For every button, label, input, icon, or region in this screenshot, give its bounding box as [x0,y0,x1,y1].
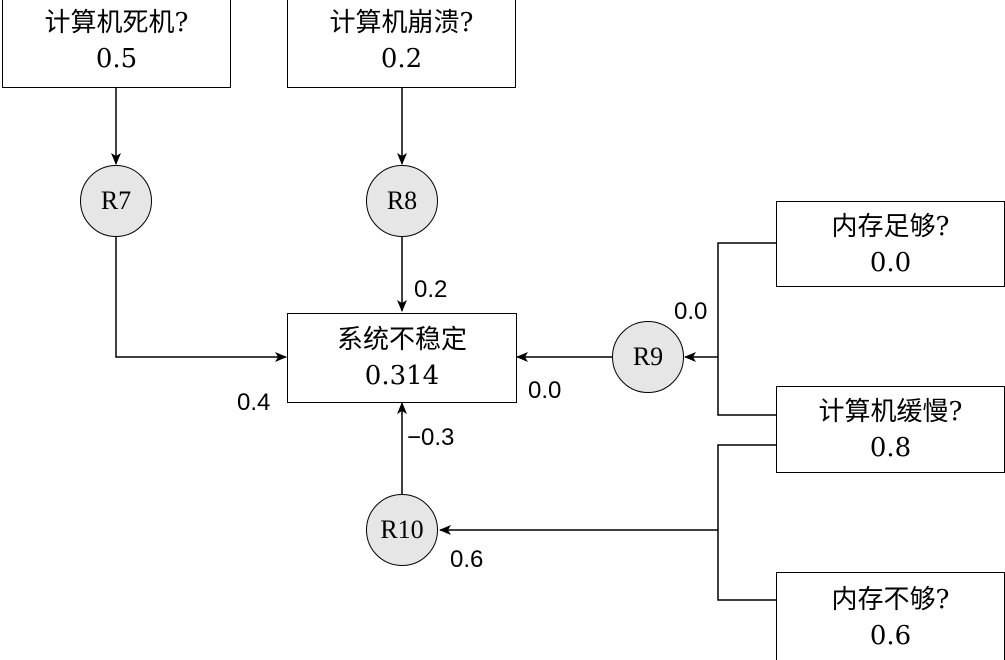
cf-label-r7-out: 0.4 [237,389,271,416]
rule-label: R10 [380,515,424,544]
rule-label: R9 [632,342,664,371]
box-system-unstable: 系统不稳定 0.314 [287,313,517,403]
edge-r7-to-unstable [115,237,287,362]
box-value: 0.5 [95,44,138,74]
rule-node-r10: R10 [366,494,438,566]
rule-node-r8: R8 [366,165,438,237]
edge-slow-to-r10 [717,444,776,601]
box-value: 0.314 [364,361,440,391]
rule-node-r9: R9 [612,321,684,393]
box-memory-short: 内存不够? 0.6 [776,572,1005,660]
box-value: 0.8 [869,433,912,463]
box-title: 计算机缓慢? [818,397,963,427]
box-title: 计算机崩溃? [329,8,474,38]
box-title: 内存足够? [831,212,950,242]
box-title: 计算机死机? [44,8,189,38]
rule-label: R8 [386,186,418,215]
box-value: 0.2 [380,44,423,74]
box-computer-crash-dead: 计算机死机? 0.5 [2,0,231,88]
box-title: 系统不稳定 [336,325,467,355]
box-computer-slow: 计算机缓慢? 0.8 [776,386,1005,473]
cf-label-r9-in: 0.0 [674,298,708,325]
cf-label-r10-in: 0.6 [450,546,484,573]
box-title: 内存不够? [831,585,950,615]
box-value: 0.6 [869,621,912,651]
cf-label-r8-out: 0.2 [414,276,448,303]
box-computer-collapse: 计算机崩溃? 0.2 [287,0,516,88]
rule-node-r7: R7 [80,165,152,237]
cf-label-r9-out: 0.0 [528,377,562,404]
rule-label: R7 [100,186,132,215]
edge-memory-enough-to-r9 [717,242,776,416]
box-memory-enough: 内存足够? 0.0 [776,201,1005,287]
cf-label-r10-out: −0.3 [407,424,455,451]
box-value: 0.0 [869,248,912,278]
